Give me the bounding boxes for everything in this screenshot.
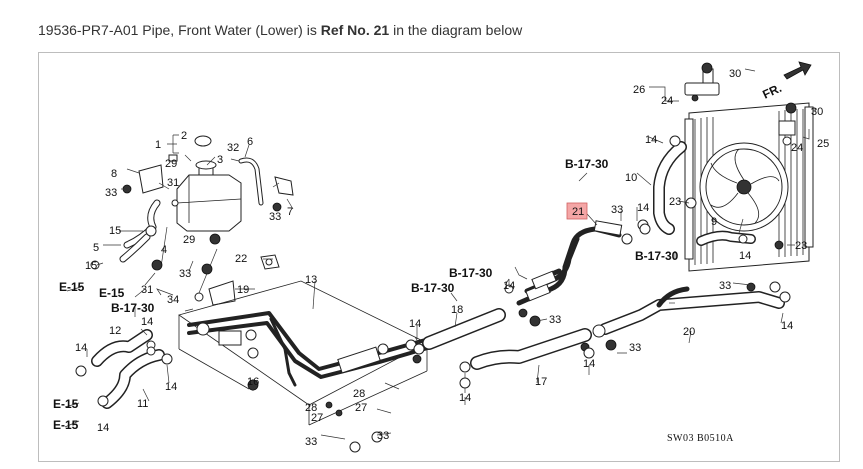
ref-label-15[interactable]: 15 [109, 225, 121, 237]
reference-pointers [64, 172, 676, 428]
ref-label-33[interactable]: 33 [719, 280, 731, 292]
ref-label-14[interactable]: 14 [781, 320, 793, 332]
ref-label-30[interactable]: 30 [811, 106, 823, 118]
upper-mount-bracket [684, 62, 720, 102]
ref-label-19[interactable]: 19 [237, 284, 249, 296]
ref-label-33[interactable]: 33 [179, 268, 191, 280]
ref-code-b-17-30[interactable]: B-17-30 [635, 249, 679, 263]
ref-label-14[interactable]: 14 [637, 202, 649, 214]
ref-label-1[interactable]: 1 [155, 139, 161, 151]
ref-label-33[interactable]: 33 [377, 430, 389, 442]
front-direction-arrow: FR. [760, 61, 812, 102]
ref-label-34[interactable]: 34 [167, 294, 179, 306]
ref-label-2[interactable]: 2 [181, 130, 187, 142]
ref-label-33[interactable]: 33 [105, 187, 117, 199]
ref-label-26[interactable]: 26 [633, 84, 645, 96]
tank-hose-22 [260, 254, 280, 270]
ref-label-23[interactable]: 23 [795, 240, 807, 252]
ref-code-b-17-30[interactable]: B-17-30 [565, 157, 609, 171]
ref-label-32[interactable]: 32 [227, 142, 239, 154]
ref-code-e-15[interactable]: E-15 [53, 418, 79, 432]
ref-label-13[interactable]: 13 [305, 274, 317, 286]
ref-label-9[interactable]: 9 [711, 216, 717, 228]
ref-label-28[interactable]: 28 [305, 402, 317, 414]
ref-label-14[interactable]: 14 [583, 358, 595, 370]
cooling-fan [699, 142, 789, 232]
parts-diagram-frame: FR. [38, 52, 840, 462]
tank-bracket [122, 164, 164, 194]
ref-label-14[interactable]: 14 [739, 250, 751, 262]
caption-tail-text: in the diagram below [393, 22, 523, 38]
ref-label-21[interactable]: 21 [572, 206, 584, 218]
ref-label-3[interactable]: 3 [217, 154, 223, 166]
parts-diagram: FR. [53, 61, 829, 453]
caption-part-text: 19536-PR7-A01 Pipe, Front Water (Lower) … [38, 22, 317, 38]
ref-code-e-15[interactable]: E-15 [53, 397, 79, 411]
ref-label-33[interactable]: 33 [629, 342, 641, 354]
side-mount-bracket [778, 102, 797, 146]
ref-label-24[interactable]: 24 [791, 142, 803, 154]
ref-label-25[interactable]: 25 [817, 138, 829, 150]
drawing-code: SW03 B0510A [667, 433, 734, 444]
ref-label-14[interactable]: 14 [97, 422, 109, 434]
front-direction-label: FR. [760, 81, 783, 102]
ref-label-14[interactable]: 14 [409, 318, 421, 330]
ref-code-e-15[interactable]: E-15 [99, 286, 125, 300]
ref-label-14[interactable]: 14 [645, 134, 657, 146]
ref-label-20[interactable]: 20 [683, 326, 695, 338]
ref-label-31[interactable]: 31 [141, 284, 153, 296]
ref-label-14[interactable]: 14 [165, 381, 177, 393]
ref-label-29[interactable]: 29 [183, 234, 195, 246]
ref-label-14[interactable]: 14 [459, 392, 471, 404]
ref-label-23[interactable]: 23 [669, 196, 681, 208]
ref-21-highlight [566, 202, 588, 220]
ref-code-e-15[interactable]: E-15 [59, 280, 85, 294]
ref-label-17[interactable]: 17 [535, 376, 547, 388]
overflow-clamp [272, 176, 294, 212]
ref-label-33[interactable]: 33 [305, 436, 317, 448]
ref-label-31[interactable]: 31 [167, 177, 179, 189]
ref-label-30[interactable]: 30 [729, 68, 741, 80]
ref-label-33[interactable]: 33 [611, 204, 623, 216]
ref-label-14[interactable]: 14 [503, 280, 515, 292]
ref-label-28[interactable]: 28 [353, 388, 365, 400]
ref-label-6[interactable]: 6 [247, 136, 253, 148]
ref-code-b-17-30[interactable]: B-17-30 [111, 301, 155, 315]
ref-label-14[interactable]: 14 [75, 342, 87, 354]
ref-label-33[interactable]: 33 [269, 211, 281, 223]
ref-code-b-17-30[interactable]: B-17-30 [449, 266, 493, 280]
reserve-tank [176, 160, 242, 232]
ref-label-24[interactable]: 24 [661, 95, 673, 107]
ref-label-18[interactable]: 18 [451, 304, 463, 316]
tank-cap [168, 135, 212, 162]
ref-label-10[interactable]: 10 [625, 172, 637, 184]
caption-ref-number: Ref No. 21 [320, 22, 390, 38]
front-water-pipe-lower [516, 220, 633, 306]
ref-label-33[interactable]: 33 [549, 314, 561, 326]
part-number-labels: 1 2 3 4 5 6 7 8 9 10 11 12 13 14 14 14 1… [75, 68, 829, 448]
ref-label-12[interactable]: 12 [109, 325, 121, 337]
ref-label-15[interactable]: 15 [85, 260, 97, 272]
ref-label-14[interactable]: 14 [141, 316, 153, 328]
ref-label-8[interactable]: 8 [111, 168, 117, 180]
bracket-19 [194, 263, 236, 306]
ref-label-11[interactable]: 11 [137, 398, 148, 410]
ref-label-7[interactable]: 7 [287, 206, 293, 218]
ref-label-22[interactable]: 22 [235, 253, 247, 265]
page-caption: 19536-PR7-A01 Pipe, Front Water (Lower) … [38, 22, 522, 38]
ref-label-27[interactable]: 27 [355, 402, 367, 414]
ref-label-4[interactable]: 4 [161, 244, 167, 256]
ref-label-16[interactable]: 16 [247, 376, 259, 388]
ref-label-27[interactable]: 27 [311, 412, 323, 424]
ref-label-29[interactable]: 29 [165, 158, 177, 170]
ref-label-5[interactable]: 5 [93, 242, 99, 254]
ref-code-b-17-30[interactable]: B-17-30 [411, 281, 455, 295]
